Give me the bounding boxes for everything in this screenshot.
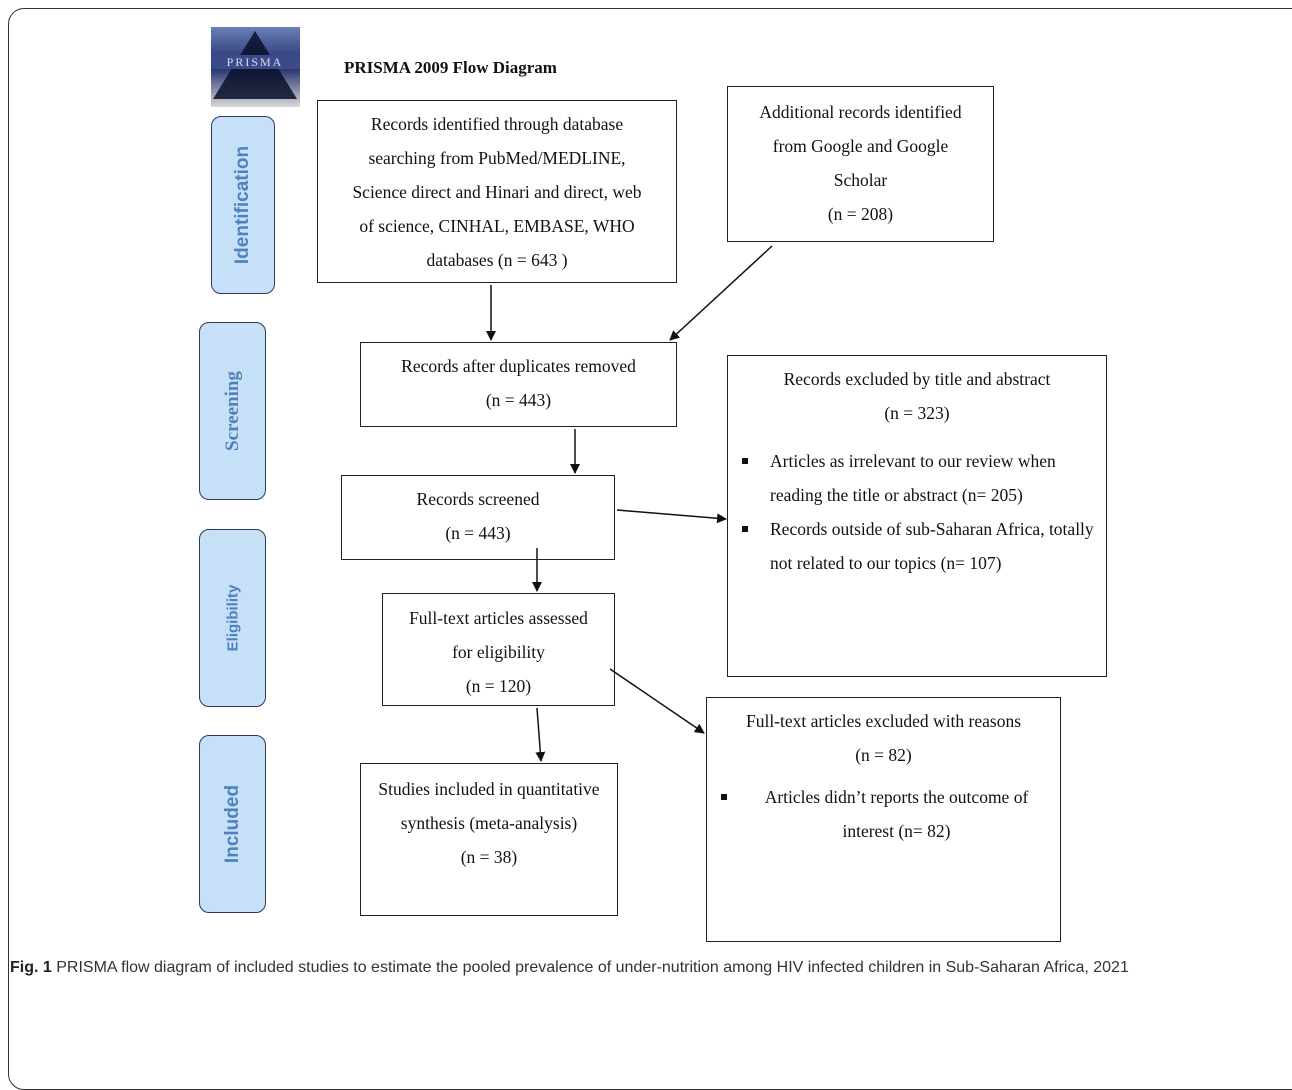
stage-label: Eligibility [224,584,241,652]
box-database-records: Records identified through database sear… [317,100,677,283]
stage-identification: Identification [211,116,275,294]
box-line: for eligibility [452,642,545,662]
box-line: Science direct and Hinari and direct, we… [352,182,642,202]
caption-text: PRISMA flow diagram of included studies … [51,959,1129,976]
prisma-logo: PRISMA [211,27,300,107]
exclusion-bullet: Articles as irrelevant to our review whe… [728,444,1106,512]
box-line: synthesis (meta-analysis) [400,813,578,833]
box-line: (n = 82) [855,745,912,765]
stage-label: Identification [232,145,253,265]
box-line: (n = 323) [884,403,950,423]
box-line: databases (n = 643 ) [426,250,568,270]
box-studies-included: Studies included in quantitative synthes… [360,763,618,916]
box-line: of science, CINHAL, EMBASE, WHO [359,216,635,236]
stage-included: Included [199,735,266,913]
box-records-screened: Records screened (n = 443) [341,475,615,560]
box-line: Records screened [416,489,540,509]
box-additional-records: Additional records identified from Googl… [727,86,994,242]
box-fulltext-excluded: Full-text articles excluded with reasons… [706,697,1061,942]
box-line: (n = 38) [460,847,518,867]
box-line: Records after duplicates removed [401,356,636,376]
box-line: Full-text articles assessed [409,608,588,628]
stage-screening: Screening [199,322,266,500]
diagram-title: PRISMA 2009 Flow Diagram [344,58,557,77]
bullet-icon [742,458,748,464]
box-line: (n = 208) [827,204,894,224]
stage-label: Included [221,784,243,864]
box-line: Additional records identified [759,102,962,122]
caption-label: Fig. 1 [10,959,52,976]
figure-caption: Fig. 1 PRISMA flow diagram of included s… [10,955,1280,981]
logo-text: PRISMA [227,55,284,69]
box-line: searching from PubMed/MEDLINE, [368,148,626,168]
box-line: (n = 120) [465,676,532,696]
box-line: Records excluded by title and abstract [783,369,1051,389]
stage-eligibility: Eligibility [199,529,266,707]
box-line: (n = 443) [485,390,552,410]
exclusion-bullet: Articles didn’t reports the outcome of i… [707,780,1060,848]
box-duplicates-removed: Records after duplicates removed (n = 44… [360,342,677,427]
box-fulltext-assessed: Full-text articles assessed for eligibil… [382,593,615,706]
bullet-icon [742,526,748,532]
bullet-text: Articles didn’t reports the outcome of i… [764,787,1029,841]
box-line: Full-text articles excluded with reasons [745,711,1022,731]
bullet-icon [721,794,727,800]
box-line: Records identified through database [370,114,624,134]
exclusion-bullet: Records outside of sub-Saharan Africa, t… [728,512,1106,580]
box-excluded-title-abstract: Records excluded by title and abstract (… [727,355,1107,677]
box-line: from Google and Google [772,136,949,156]
stage-label: Screening [221,371,243,451]
bullet-text: Articles as irrelevant to our review whe… [770,451,1056,505]
box-line: (n = 443) [445,523,511,543]
box-line: Studies included in quantitative [378,779,600,799]
box-line: Scholar [833,170,888,190]
bullet-text: Records outside of sub-Saharan Africa, t… [770,519,1094,573]
